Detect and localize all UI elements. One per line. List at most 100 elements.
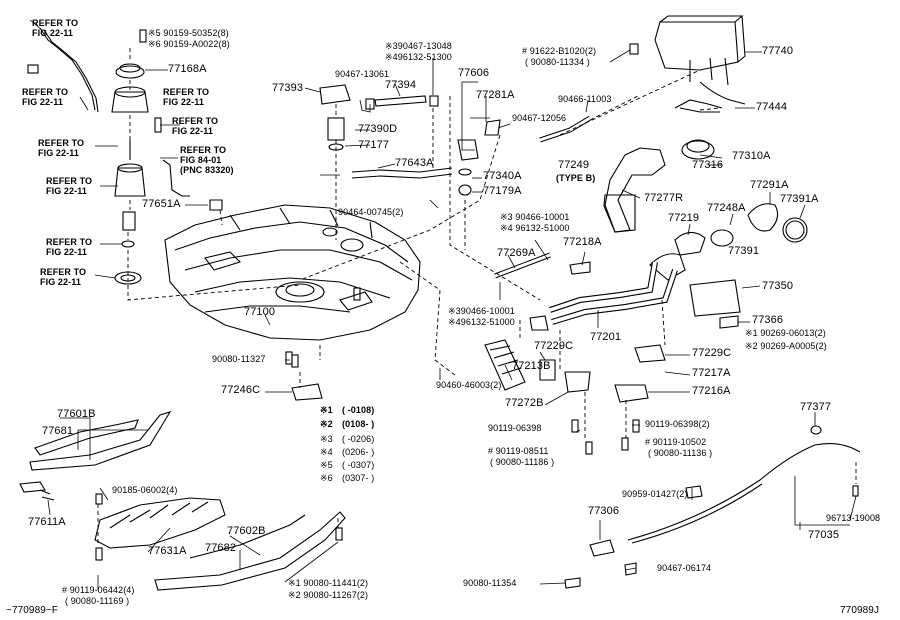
part-label: 77229C	[534, 340, 574, 352]
refer-line: REFER TO	[40, 267, 87, 277]
refer-line: FIG 22-11	[38, 148, 79, 158]
refer-line: FIG 22-11	[22, 97, 63, 107]
part-label: 90467-12056	[512, 113, 567, 123]
legend-key: ※1	[320, 405, 333, 415]
part-label: 90185-06002(4)	[112, 485, 178, 495]
legend-key: ※2	[320, 419, 333, 429]
part-label: 77272B	[505, 397, 544, 409]
dashed-leaders	[97, 48, 857, 545]
legend-value: ( -0206)	[342, 434, 375, 444]
part-label: 77246C	[221, 384, 261, 396]
part-label: 90467-13061	[335, 69, 390, 79]
part-label: 77248A	[707, 202, 746, 214]
bolts-illustration	[27, 29, 859, 561]
part-label: 77229C	[692, 347, 732, 359]
part-label: 77611A	[28, 516, 66, 528]
part-label: ※496132-51300	[385, 52, 452, 62]
part-label: 77601B	[57, 408, 96, 420]
refer-line: REFER TO	[46, 176, 93, 186]
part-label: ※1 90080-11441(2)	[288, 578, 369, 588]
part-label: # 91622-B1020(2)	[522, 46, 597, 56]
refer-line: REFER TO	[32, 18, 79, 28]
part-label: ※3 90466-10001	[500, 212, 570, 222]
legend-value: ( -0307)	[342, 460, 375, 470]
legend-key: ※4	[320, 447, 333, 457]
part-label: 77179A	[483, 185, 522, 197]
part-label: 77643A	[395, 157, 434, 169]
refer-line: REFER TO	[22, 87, 69, 97]
legend-key: ※3	[320, 434, 333, 444]
part-label: 77291A	[750, 179, 789, 191]
part-label: ( 90080-11136 )	[648, 448, 713, 458]
part-label: 77216A	[692, 385, 731, 397]
refer-line: (PNC 83320)	[180, 165, 234, 175]
legend-value: (0206- )	[342, 447, 375, 457]
refer-line: FIG 22-11	[163, 97, 204, 107]
part-label: 77393	[272, 82, 304, 94]
part-label: 90460-46003(2)	[436, 380, 502, 390]
part-label: ※5 90159-50352(8)	[148, 28, 229, 38]
refer-line: FIG 22-11	[46, 186, 87, 196]
part-label: 77366	[752, 314, 784, 326]
part-label: 77306	[588, 505, 620, 517]
part-label: 90959-01427(2)	[622, 489, 688, 499]
refer-line: FIG 84-01	[180, 155, 222, 165]
part-label: ( 90080-11169 )	[65, 596, 130, 606]
part-label: 77340A	[483, 170, 522, 182]
part-label: 77177	[358, 139, 390, 151]
part-label: 77651A	[142, 198, 181, 210]
part-label: 77682	[205, 542, 237, 554]
refer-line: REFER TO	[172, 116, 219, 126]
part-label: ※4 96132-51000	[500, 223, 570, 233]
legend-value: (0108- )	[342, 419, 375, 429]
part-label: 90119-06398	[488, 423, 542, 433]
part-label: 90119-06398(2)	[645, 419, 710, 429]
refer-line: FIG 22-11	[46, 247, 87, 257]
legend-value: (0307- )	[342, 473, 375, 483]
filler-pipe-illustration	[484, 107, 808, 391]
fuel-tank-illustration	[164, 204, 421, 341]
legend-key: ※5	[320, 460, 333, 470]
part-label: 77281A	[476, 89, 515, 101]
part-label: ( 90080-11186 )	[490, 457, 555, 467]
refer-line: FIG 22-11	[40, 277, 81, 287]
part-label: 77249	[558, 159, 590, 171]
part-label: 90467-06174	[657, 563, 712, 573]
part-label: 77391	[728, 245, 760, 257]
part-label: 77217A	[692, 367, 731, 379]
part-label: ※2 90269-A0005(2)	[745, 341, 827, 351]
part-label: 77213B	[512, 360, 551, 372]
part-label: 77277R	[644, 192, 684, 204]
part-label: 77681	[42, 425, 74, 437]
part-label: 77269A	[497, 247, 536, 259]
refer-line: REFER TO	[38, 138, 85, 148]
vent-components-illustration	[209, 84, 501, 211]
refer-line: REFER TO	[46, 237, 93, 247]
refer-line: FIG 22-11	[172, 126, 213, 136]
part-label: ( 90080-11334 )	[525, 57, 590, 67]
part-label: 90080-11327	[212, 354, 266, 364]
part-label: 77218A	[563, 236, 602, 248]
part-label: 77100	[244, 306, 276, 318]
footer-left-code: ~770989~F	[6, 605, 59, 616]
part-label: 77631A	[148, 545, 187, 557]
footer-right-code: 770989J	[840, 605, 880, 616]
part-label: ※390467-13048	[385, 41, 452, 51]
solid-leaders	[29, 19, 857, 590]
part-label: ※390466-10001	[448, 306, 515, 316]
part-label: 77035	[808, 529, 840, 541]
part-label: # 90119-08511	[488, 446, 549, 456]
refer-line: REFER TO	[163, 87, 210, 97]
legend-value: ( -0108)	[342, 405, 375, 415]
part-label: 77350	[762, 280, 794, 292]
